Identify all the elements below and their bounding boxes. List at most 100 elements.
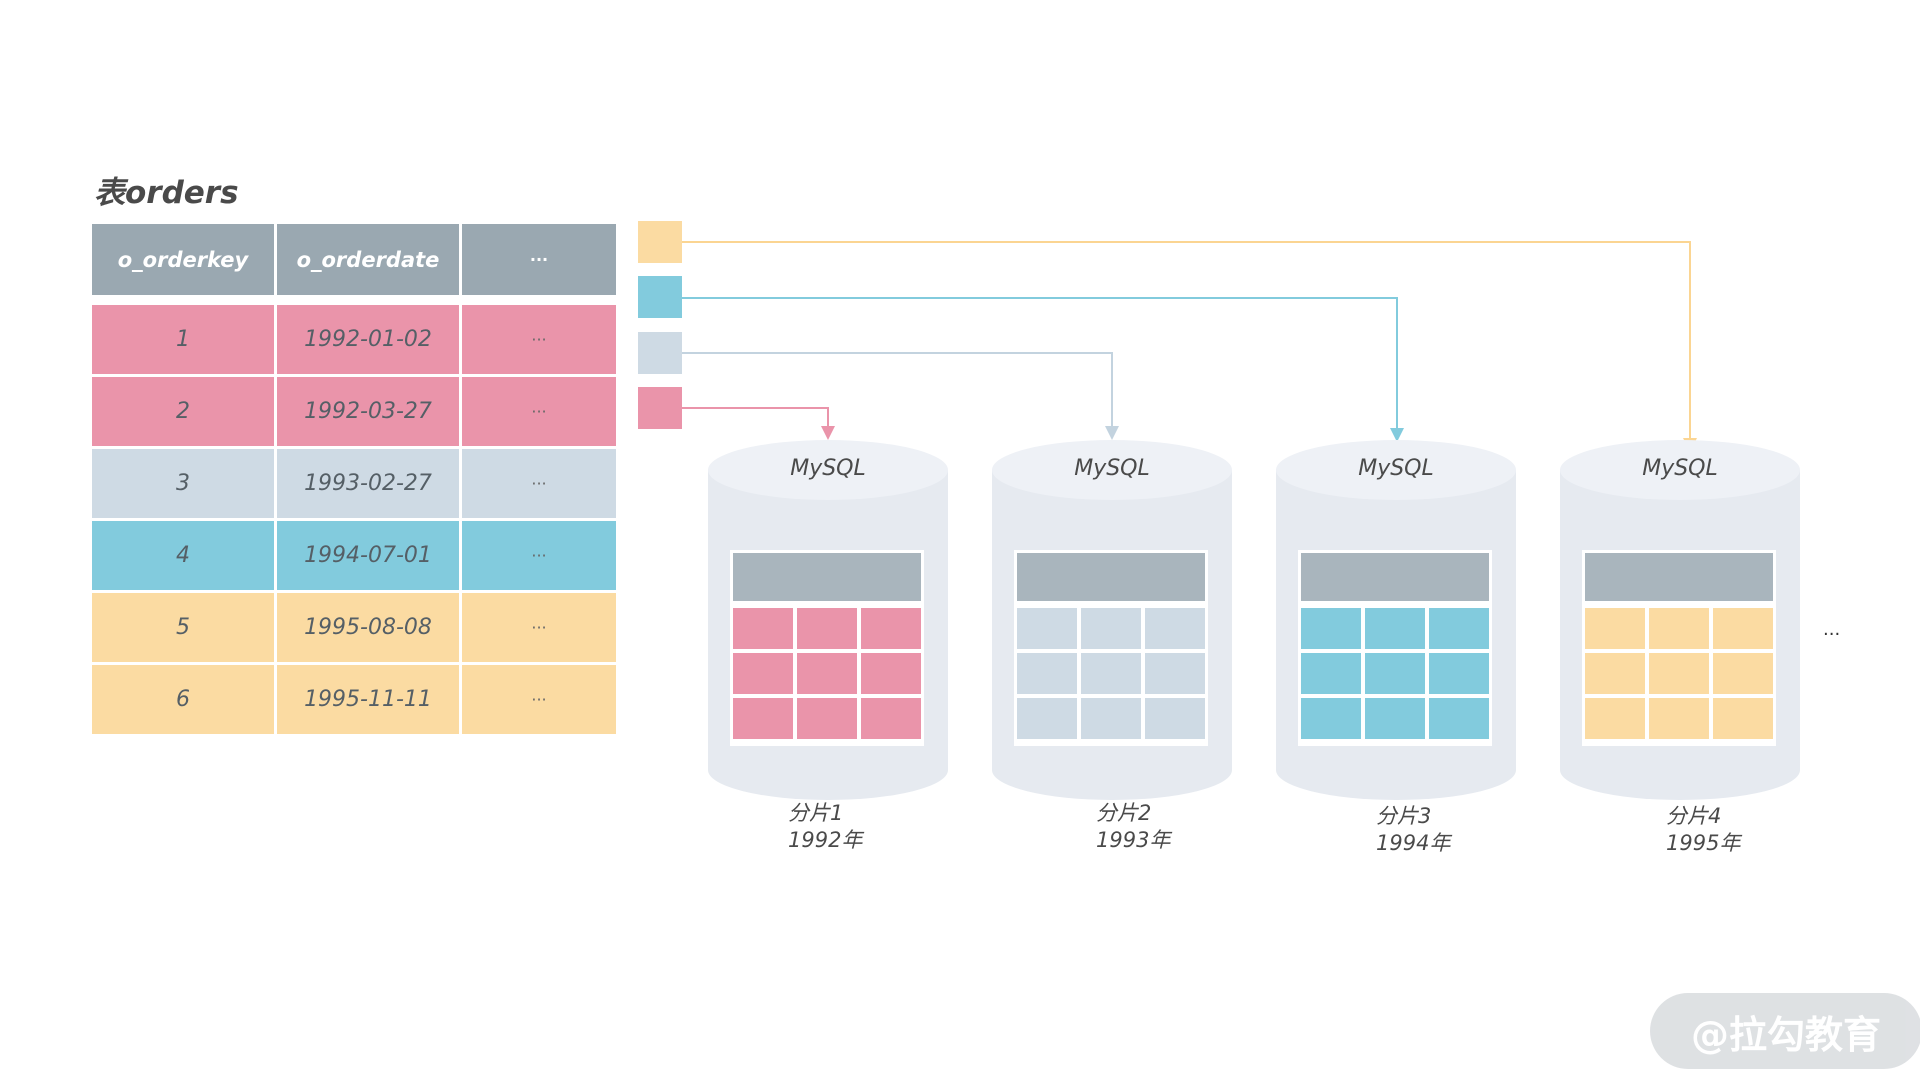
shard-table-cell — [733, 653, 793, 694]
shard-table-cell — [1365, 608, 1425, 649]
shard-caption-3: 分片3 1994年 — [1376, 803, 1450, 857]
shard-table-cell — [797, 608, 857, 649]
shard-table-cell — [1713, 608, 1773, 649]
shard-year: 1992年 — [788, 828, 863, 852]
cell-orderkey: 5 — [92, 593, 274, 662]
shard-table-cell — [1365, 698, 1425, 739]
cylinder-top — [992, 440, 1232, 500]
shard-table-cell — [1429, 653, 1489, 694]
shard-table-cell — [1585, 698, 1645, 739]
arrow-1992-line — [682, 407, 829, 426]
cylinder-top — [1276, 440, 1516, 500]
swatch-1994 — [638, 276, 682, 318]
shard-table-cell — [1301, 698, 1361, 739]
shard-table-cell — [1585, 653, 1645, 694]
cylinder-top — [1560, 440, 1800, 500]
header-orderdate: o_orderdate — [277, 224, 459, 295]
db-label: MySQL — [1358, 456, 1434, 481]
shard-year: 1993年 — [1096, 828, 1171, 852]
cell-orderkey: 4 — [92, 521, 274, 590]
cell-orderdate: 1994-07-01 — [277, 521, 459, 590]
shard-table-cell — [1649, 608, 1709, 649]
cell-orderdate: 1995-11-11 — [277, 665, 459, 734]
shard-caption-1: 分片1 1992年 — [788, 800, 862, 854]
shard-name: 分片4 — [1666, 804, 1722, 828]
cell-orderkey: 3 — [92, 449, 274, 518]
cell-orderdate: 1992-01-02 — [277, 305, 459, 374]
arrow-1995-line — [682, 241, 1691, 438]
arrow-1992-head — [821, 426, 835, 440]
mysql-shard-2: MySQL — [992, 440, 1232, 800]
cell-more: ··· — [462, 305, 616, 374]
cell-orderdate: 1993-02-27 — [277, 449, 459, 518]
shard-table-cell — [1081, 653, 1141, 694]
shard-table-cell — [1649, 653, 1709, 694]
cell-orderdate: 1992-03-27 — [277, 377, 459, 446]
cell-more: ··· — [462, 665, 616, 734]
mysql-shard-3: MySQL — [1276, 440, 1516, 800]
shard-table-cell — [1713, 653, 1773, 694]
shard-caption-4: 分片4 1995年 — [1666, 803, 1740, 857]
shard-name: 分片1 — [788, 801, 844, 825]
shard-table-cell — [1429, 608, 1489, 649]
arrow-1993-head — [1105, 426, 1119, 440]
cylinder-top — [708, 440, 948, 500]
shard-table-cell — [861, 608, 921, 649]
cell-more: ··· — [462, 521, 616, 590]
cylinder-bottom — [1276, 740, 1516, 800]
shard-table-cell — [861, 653, 921, 694]
swatch-1992 — [638, 387, 682, 429]
shard-table-icon — [1582, 550, 1776, 746]
shard-table-cell — [797, 653, 857, 694]
shard-table-cell — [1081, 698, 1141, 739]
shard-table-icon — [730, 550, 924, 746]
shard-table-cell — [1649, 698, 1709, 739]
shard-table-cell — [1145, 608, 1205, 649]
shard-table-cell — [1301, 608, 1361, 649]
shard-table-cell — [1017, 608, 1077, 649]
shard-table-cell — [1713, 698, 1773, 739]
shard-name: 分片3 — [1376, 804, 1432, 828]
cell-orderdate: 1995-08-08 — [277, 593, 459, 662]
cell-orderkey: 2 — [92, 377, 274, 446]
shard-table-cell — [1585, 608, 1645, 649]
cylinder-bottom — [992, 740, 1232, 800]
shard-table-cell — [861, 698, 921, 739]
mysql-shard-4: MySQL — [1560, 440, 1800, 800]
shard-year: 1995年 — [1666, 831, 1741, 855]
cell-orderkey: 6 — [92, 665, 274, 734]
shard-table-header — [733, 553, 921, 601]
cylinder-bottom — [1560, 740, 1800, 800]
header-more: ··· — [462, 224, 616, 295]
shard-table-header — [1301, 553, 1489, 601]
mysql-shard-1: MySQL — [708, 440, 948, 800]
cell-more: ··· — [462, 377, 616, 446]
shard-table-cell — [733, 698, 793, 739]
cell-orderkey: 1 — [92, 305, 274, 374]
shard-table-cell — [1365, 653, 1425, 694]
swatch-1993 — [638, 332, 682, 374]
table-title: 表orders — [94, 175, 239, 211]
cylinder-bottom — [708, 740, 948, 800]
db-label: MySQL — [1642, 456, 1718, 481]
shard-table-cell — [733, 608, 793, 649]
shard-table-cell — [1145, 653, 1205, 694]
db-label: MySQL — [1074, 456, 1150, 481]
cell-more: ··· — [462, 593, 616, 662]
more-shards-ellipsis: ··· — [1823, 624, 1841, 645]
shard-table-cell — [1017, 653, 1077, 694]
shard-table-cell — [1429, 698, 1489, 739]
arrow-1994-line — [682, 297, 1398, 428]
shard-table-icon — [1298, 550, 1492, 746]
db-label: MySQL — [790, 456, 866, 481]
shard-table-icon — [1014, 550, 1208, 746]
header-orderkey: o_orderkey — [92, 224, 274, 295]
shard-year: 1994年 — [1376, 831, 1451, 855]
arrow-1993-line — [682, 352, 1113, 426]
cell-more: ··· — [462, 449, 616, 518]
watermark: @拉勾教育 — [1650, 993, 1920, 1069]
shard-table-cell — [1081, 608, 1141, 649]
swatch-1995 — [638, 221, 682, 263]
shard-table-header — [1585, 553, 1773, 601]
